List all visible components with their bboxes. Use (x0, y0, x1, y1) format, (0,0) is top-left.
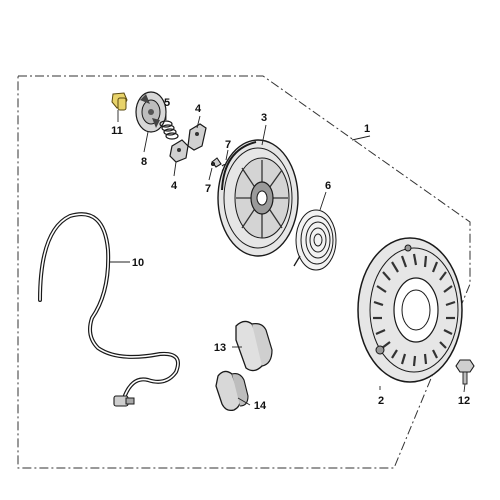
part-5-spring (159, 120, 179, 140)
callout-labels: 1 2 3 4 4 5 6 7 7 8 10 11 12 13 14 (111, 97, 470, 412)
rope-end-fitting (113, 395, 135, 407)
callout-4-lower: 4 (171, 180, 178, 192)
callout-7-upper: 7 (225, 139, 231, 151)
part-10-starter-rope (38, 212, 180, 400)
part-13-handle-grip (235, 320, 273, 372)
rope-highlight (39, 213, 179, 399)
part-4-pawl-lower (169, 139, 189, 163)
callout-3: 3 (261, 112, 267, 124)
part-11-shaft (111, 92, 128, 111)
callout-5: 5 (164, 97, 170, 109)
callout-4-upper: 4 (195, 103, 202, 115)
leader-lines (110, 110, 466, 406)
part-2-starter-case (357, 237, 463, 383)
callout-1: 1 (364, 123, 370, 135)
assembly-boundary (17, 75, 471, 469)
callout-8: 8 (141, 156, 147, 168)
part-6-recoil-spring (293, 209, 337, 271)
part-14-handle-insert (215, 370, 249, 412)
callout-14: 14 (254, 400, 267, 412)
callout-13: 13 (214, 342, 226, 354)
part-8-ratchet-plate (135, 91, 167, 133)
part-3-recoil-pulley (217, 139, 299, 257)
callout-11: 11 (111, 125, 123, 137)
callout-7-lower: 7 (205, 183, 211, 195)
callout-6: 6 (325, 180, 331, 192)
part-12-bolt (455, 359, 475, 385)
callout-2: 2 (378, 395, 384, 407)
callout-10: 10 (132, 257, 144, 269)
callout-12: 12 (458, 395, 470, 407)
